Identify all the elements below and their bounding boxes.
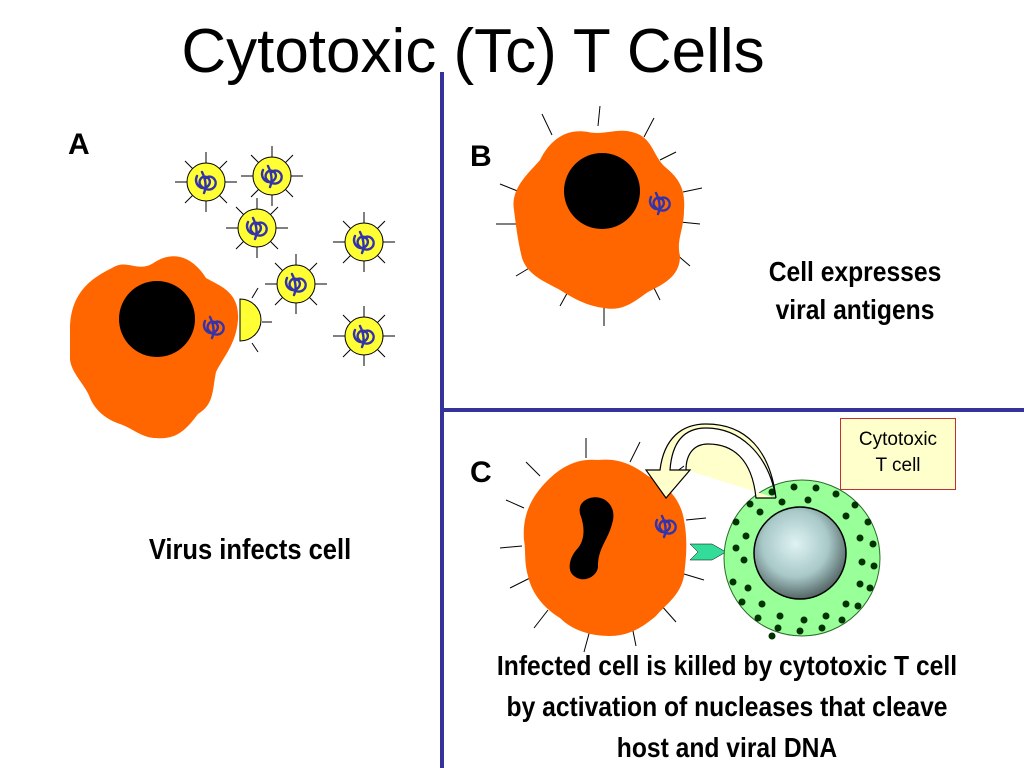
cytotoxic-t-cell-label: Cytotoxic T cell [840, 418, 956, 490]
label-line: Cytotoxic [858, 429, 938, 450]
dying-cell [523, 459, 687, 636]
receptor-connector [689, 543, 727, 561]
infected-cell-b [513, 130, 685, 309]
cytotoxic-t-cell-icon [723, 479, 881, 640]
infected-cell-icon [70, 256, 239, 439]
panel-c-label: C [470, 456, 492, 489]
label-line: T cell [875, 455, 921, 476]
page-title: Cytotoxic (Tc) T Cells [181, 17, 765, 86]
caption-line: viral antigens [775, 294, 935, 325]
caption-line: host and viral DNA [616, 732, 838, 763]
curved-arrow-icon [644, 423, 777, 499]
panel-b-caption: Cell expresses viral antigens [710, 253, 1000, 329]
panel-b-label: B [470, 140, 492, 173]
caption-line: Cell expresses [768, 256, 942, 287]
panel-c-caption: Infected cell is killed by cytotoxic T c… [466, 645, 989, 768]
caption-line: by activation of nucleases that cleave [506, 691, 948, 722]
panel-a-label: A [68, 128, 90, 161]
caption-line: Infected cell is killed by cytotoxic T c… [496, 650, 958, 681]
attached-virus [239, 298, 262, 342]
panel-a-caption: Virus infects cell [148, 534, 352, 566]
